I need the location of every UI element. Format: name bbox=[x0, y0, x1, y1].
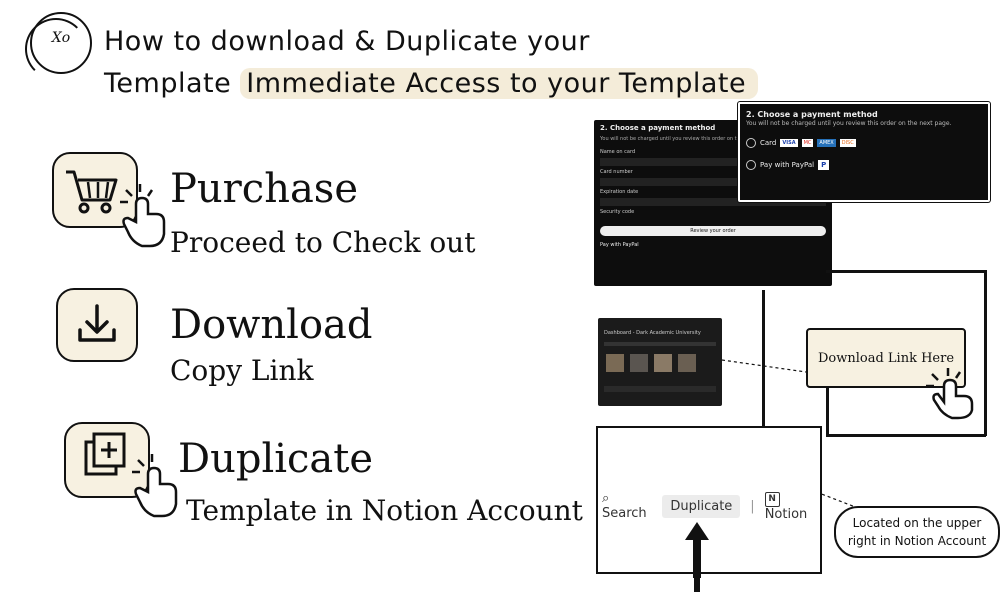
field-name-on-card: Name on card bbox=[600, 149, 636, 155]
hand-cursor-icon bbox=[922, 366, 978, 424]
duplicate-button[interactable]: Duplicate bbox=[662, 494, 741, 518]
paypal-label: Pay with PayPal bbox=[760, 161, 815, 169]
search-label: Search bbox=[602, 506, 647, 521]
paypal-icon: P bbox=[818, 160, 830, 170]
logo-text: Xo bbox=[51, 30, 71, 46]
arrow-stem bbox=[694, 566, 700, 592]
field-expiration: Expiration date bbox=[600, 189, 639, 195]
card-option[interactable]: Card VISA MC AMEX DISC bbox=[740, 128, 988, 152]
card-label: Card bbox=[760, 139, 777, 147]
paypal-option-small[interactable]: Pay with PayPal bbox=[600, 242, 639, 248]
location-note: Located on the upper right in Notion Acc… bbox=[834, 506, 1000, 558]
discover-icon: DISC bbox=[839, 139, 856, 147]
mastercard-icon: MC bbox=[801, 139, 814, 147]
connector-line bbox=[826, 434, 986, 437]
review-order-button[interactable]: Review your order bbox=[600, 226, 826, 236]
step-title-duplicate: Duplicate bbox=[178, 436, 374, 482]
visa-icon: VISA bbox=[780, 139, 798, 147]
paypal-option[interactable]: Pay with PayPal P bbox=[740, 152, 988, 178]
payment-method-panel: 2. Choose a payment method You will not … bbox=[738, 102, 990, 202]
field-card-number: Card number bbox=[600, 169, 633, 175]
step-subtitle-purchase: Proceed to Check out bbox=[170, 226, 476, 259]
notion-link[interactable]: NNotion bbox=[764, 490, 820, 522]
location-line-2: right in Notion Account bbox=[847, 534, 987, 548]
step-title-download: Download bbox=[170, 302, 373, 348]
card-fields: Name on card Card number Expiration date… bbox=[594, 142, 832, 222]
connector-line bbox=[762, 290, 765, 426]
card-radio[interactable] bbox=[746, 138, 756, 148]
notion-icon: N bbox=[764, 492, 780, 507]
download-icon bbox=[56, 288, 138, 362]
connector-line bbox=[984, 270, 987, 436]
notion-search[interactable]: ⌕ Search bbox=[602, 491, 652, 521]
connector-line bbox=[826, 384, 829, 436]
location-line-1: Located on the upper bbox=[852, 516, 982, 530]
payment-title: 2. Choose a payment method bbox=[746, 110, 878, 119]
shopping-cart-icon bbox=[52, 152, 166, 248]
payment-note: You will not be charged until you review… bbox=[746, 120, 952, 127]
payment-title-small: 2. Choose a payment method bbox=[600, 124, 716, 132]
step-title-purchase: Purchase bbox=[170, 166, 359, 212]
field-security-code: Security code bbox=[600, 209, 635, 215]
toolbar-divider: | bbox=[750, 498, 755, 514]
amex-icon: AMEX bbox=[817, 139, 836, 147]
page-title: How to download & Duplicate your bbox=[104, 26, 590, 57]
dashboard-screenshot: Dashboard - Dark Academic University bbox=[598, 318, 722, 406]
page-subtitle: Template Immediate Access to your Templa… bbox=[104, 68, 759, 99]
dashboard-title: Dashboard - Dark Academic University bbox=[604, 330, 701, 336]
arrow-up-icon bbox=[685, 522, 709, 578]
notion-toolbar-screenshot: ⌕ Search Duplicate | NNotion bbox=[596, 426, 822, 578]
step-subtitle-download: Copy Link bbox=[170, 354, 314, 387]
download-link-text: Download Link Here bbox=[817, 350, 955, 366]
paypal-radio[interactable] bbox=[746, 160, 756, 170]
notion-label: Notion bbox=[764, 507, 808, 522]
payment-note-small: You will not be charged until you review… bbox=[600, 136, 772, 142]
subtitle-prefix: Template bbox=[104, 68, 241, 99]
brand-logo: Xo bbox=[25, 12, 92, 80]
notion-toolbar: ⌕ Search Duplicate | NNotion bbox=[602, 490, 820, 522]
connector-line bbox=[826, 270, 986, 273]
download-link-callout[interactable]: Download Link Here bbox=[806, 328, 966, 388]
duplicate-icon bbox=[64, 422, 178, 518]
step-subtitle-duplicate: Template in Notion Account bbox=[186, 494, 583, 527]
dashboard-gallery bbox=[598, 350, 722, 376]
search-icon: ⌕ bbox=[602, 491, 610, 506]
subtitle-highlight: Immediate Access to your Template bbox=[240, 68, 759, 99]
